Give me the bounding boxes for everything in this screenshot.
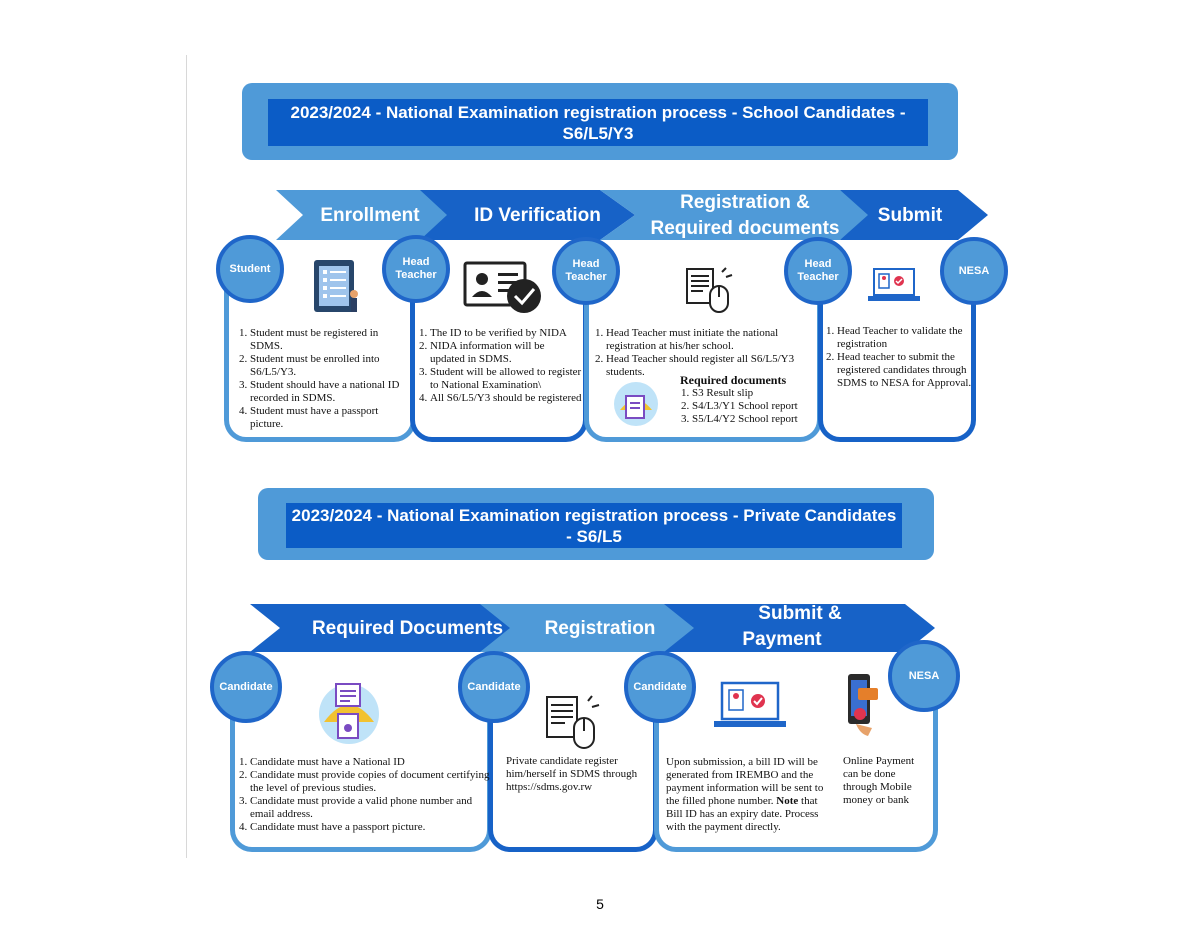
laptop-check-icon — [868, 268, 920, 301]
registration-item: Head Teacher must initiate the national … — [606, 327, 816, 353]
section1-title: 2023/2024 - National Examination registr… — [268, 99, 928, 146]
enrollment-item: Student should have a national ID record… — [250, 379, 410, 405]
id-item: The ID to be verified by NIDA — [430, 327, 582, 340]
step-registration-label-1: Registration & — [680, 192, 810, 213]
required-doc-item: S5/L4/Y2 School report — [692, 413, 820, 426]
payment-note-label: Note — [776, 795, 799, 807]
section2-title: 2023/2024 - National Examination registr… — [286, 503, 902, 548]
private-documents-text: Candidate must have a National ID Candid… — [238, 756, 490, 834]
private-registration-text: Private candidate register him/herself i… — [506, 755, 638, 793]
documents-cloud-icon — [319, 683, 379, 744]
page-number: 5 — [596, 896, 604, 912]
chevron-required-documents — [250, 604, 530, 652]
chevron-enrollment — [276, 190, 465, 240]
document-mouse-icon — [686, 267, 733, 313]
private-doc-item: Candidate must provide a valid phone num… — [250, 795, 490, 821]
documents-cloud-icon — [614, 382, 658, 426]
step-submit-payment-label-1: Submit & — [758, 603, 842, 624]
id-item: All S6/L5/Y3 should be registered — [430, 392, 582, 405]
actor-nesa-1: NESA — [940, 237, 1008, 305]
id-item: NIDA information will be updated in SDMS… — [430, 340, 582, 366]
actor-candidate-3: Candidate — [624, 651, 696, 723]
step-enrollment-label: Enrollment — [320, 205, 420, 226]
registration-text: Head Teacher must initiate the national … — [594, 327, 816, 379]
step-registration-label-2: Required documents — [650, 218, 840, 239]
submit-item: Head teacher to submit the registered ca… — [837, 351, 973, 390]
section1-title-line1: 2023/2024 - National Examination registr… — [290, 102, 906, 122]
private-doc-item: Candidate must have a National ID — [250, 756, 490, 769]
registration-item: Head Teacher should register all S6/L5/Y… — [606, 353, 816, 379]
submit-item: Head Teacher to validate the registratio… — [837, 325, 973, 351]
enrollment-item: Student must be registered in SDMS. — [250, 327, 410, 353]
payment-info-text: Upon submission, a bill ID will be gener… — [666, 756, 824, 833]
step-private-registration-label: Registration — [544, 618, 656, 639]
actor-student: Student — [216, 235, 284, 303]
step-required-documents-label: Required Documents — [311, 618, 504, 639]
actor-candidate-2: Candidate — [458, 651, 530, 723]
enrollment-text: Student must be registered in SDMS. Stud… — [238, 327, 410, 431]
chevron-private-registration — [480, 604, 700, 652]
required-doc-item: S3 Result slip — [692, 387, 820, 400]
section1-title-line2: S6/L5/Y3 — [562, 123, 634, 143]
chevron-registration — [600, 190, 875, 240]
private-doc-item: Candidate must have a passport picture. — [250, 821, 490, 834]
chevron-id-verification — [420, 190, 635, 240]
required-documents-list: Required documents S3 Result slip S4/L3/… — [680, 374, 820, 426]
required-doc-item: S4/L3/Y1 School report — [692, 400, 820, 413]
actor-nesa-2: NESA — [888, 640, 960, 712]
id-verification-icon — [463, 261, 541, 313]
required-documents-heading: Required documents — [680, 373, 787, 387]
section2-title-line1: 2023/2024 - National Examination registr… — [291, 505, 897, 525]
document-mouse-icon — [546, 695, 600, 749]
section2-title-line2: - S6/L5 — [566, 526, 622, 546]
step-id-verification-label: ID Verification — [474, 205, 601, 226]
online-payment-text: Online Payment can be done through Mobil… — [843, 755, 915, 806]
id-verification-text: The ID to be verified by NIDA NIDA infor… — [418, 327, 582, 405]
private-doc-item: Candidate must provide copies of documen… — [250, 769, 490, 795]
chevron-submit-payment — [664, 604, 935, 652]
enrollment-item: Student must have a passport picture. — [250, 405, 410, 431]
id-item: Student will be allowed to register to N… — [430, 366, 582, 392]
step-submit-payment-label-2: Payment — [742, 629, 822, 650]
page-margin-line — [186, 55, 187, 858]
step-submit-label: Submit — [877, 205, 943, 226]
submit-text: Head Teacher to validate the registratio… — [825, 325, 973, 390]
laptop-check-icon — [714, 681, 786, 727]
mobile-payment-icon — [848, 674, 878, 736]
chevron-submit — [840, 190, 988, 240]
box-submit-payment — [654, 664, 938, 852]
checklist-icon — [314, 260, 358, 312]
enrollment-item: Student must be enrolled into S6/L5/Y3. — [250, 353, 410, 379]
actor-candidate-1: Candidate — [210, 651, 282, 723]
